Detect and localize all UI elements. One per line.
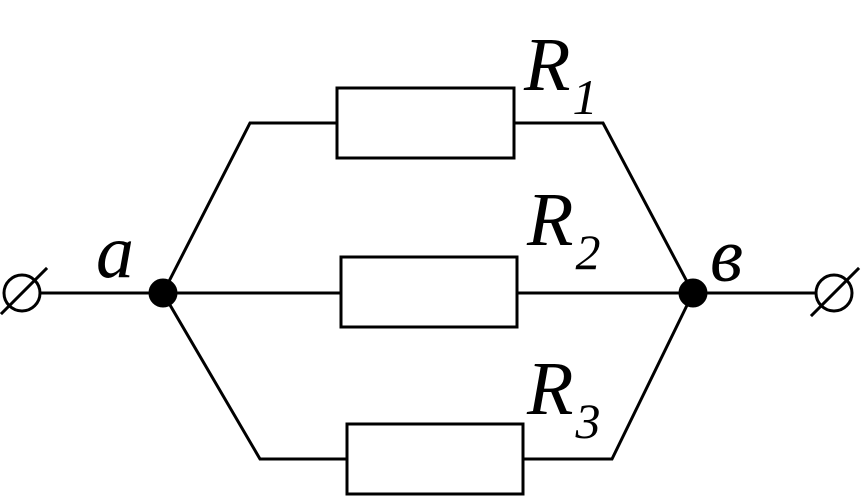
- label-r2: R2: [526, 178, 600, 280]
- branch-r3: [160, 290, 696, 496]
- label-r3-letter: R: [526, 347, 573, 431]
- left-terminal-slash: [0, 266, 49, 316]
- left-terminal: [0, 266, 49, 316]
- junction-b: [678, 278, 708, 308]
- label-r1: R1: [523, 23, 597, 125]
- node-label-a: a: [96, 210, 134, 294]
- label-r2-index: 2: [575, 224, 600, 280]
- label-r2-letter: R: [526, 178, 573, 262]
- label-r3-index: 3: [574, 393, 600, 449]
- resistor-r2: [339, 255, 519, 329]
- right-terminal: [809, 266, 861, 318]
- resistor-r3: [345, 422, 525, 496]
- junction-a: [148, 278, 178, 308]
- label-r1-index: 1: [572, 69, 597, 125]
- node-label-b: в: [710, 214, 743, 298]
- label-r1-letter: R: [523, 23, 570, 107]
- branch-r1-left-wire: [160, 121, 339, 296]
- branch-r3-right-wire: [521, 290, 696, 461]
- resistor-r1: [335, 86, 516, 160]
- branch-r2: [161, 255, 695, 329]
- branch-r3-left-wire: [160, 290, 349, 461]
- branch-r1: [160, 86, 696, 296]
- label-r3: R3: [526, 347, 600, 449]
- branch-r1-right-wire: [512, 121, 696, 296]
- right-terminal-slash: [809, 266, 861, 318]
